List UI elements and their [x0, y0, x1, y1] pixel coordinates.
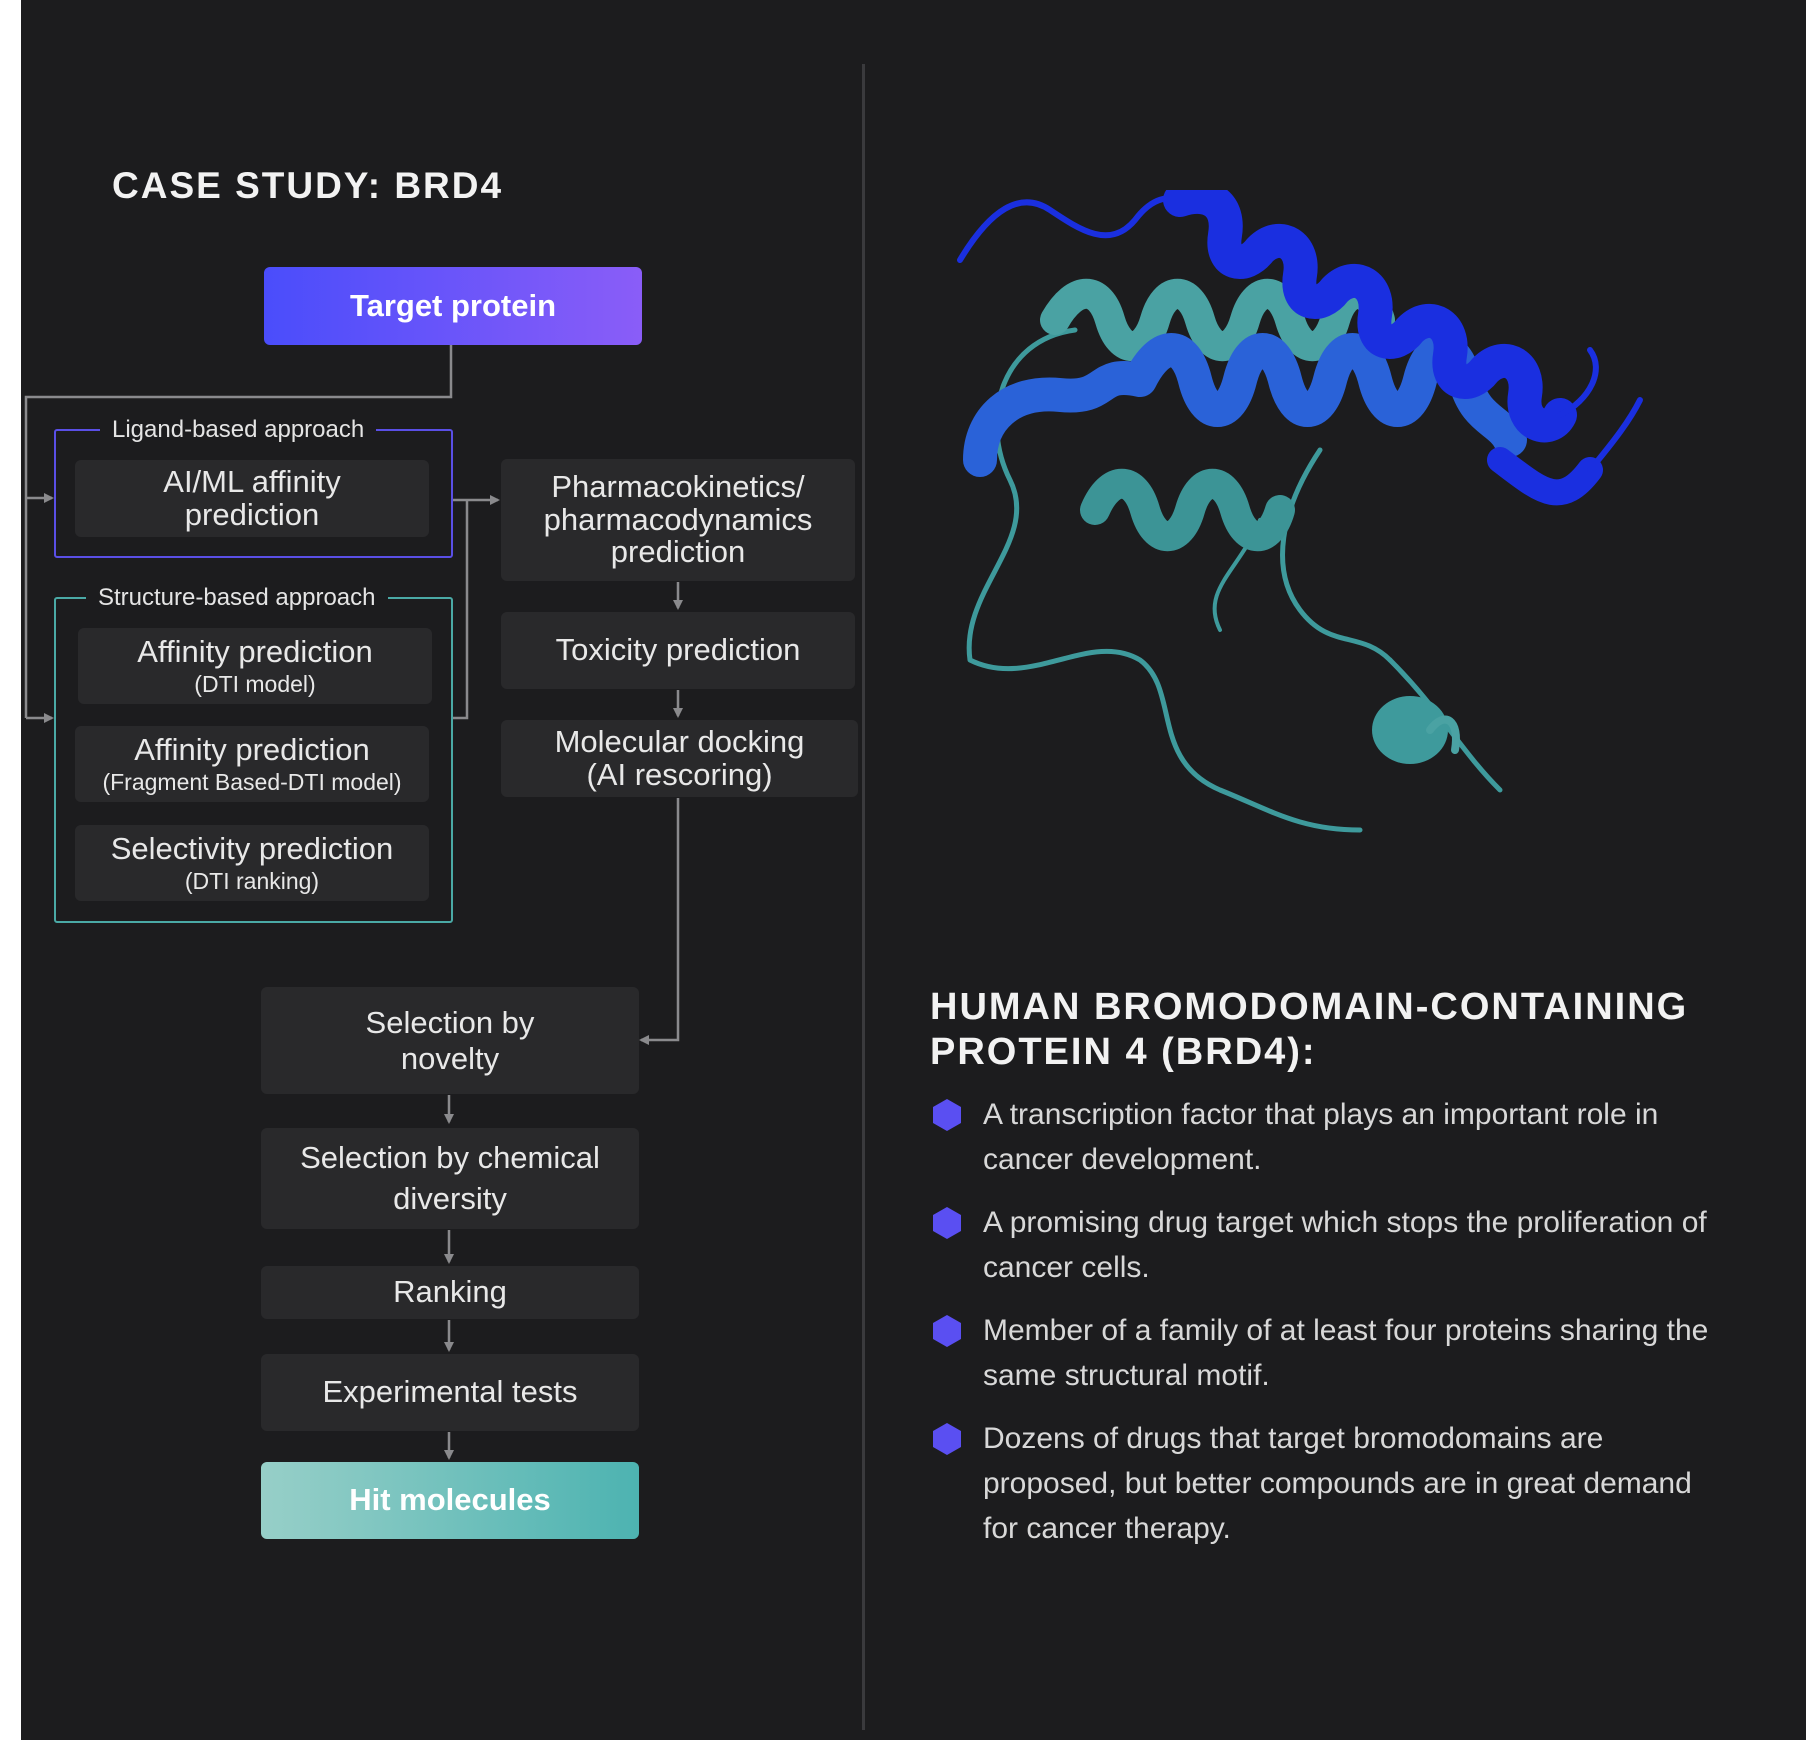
structure-group-label: Structure-based approach [86, 583, 388, 613]
ligand-based-group: Ligand-based approach [54, 415, 453, 558]
affinity-fragment-sub: (Fragment Based-DTI model) [102, 769, 402, 796]
affinity-fragment-main: Affinity prediction [134, 731, 370, 767]
protein-ribbon-illustration [957, 190, 1643, 833]
vertical-divider [862, 64, 865, 1730]
affinity-fragment-box: Affinity prediction (Fragment Based-DTI … [75, 726, 429, 802]
hexagon-bullet-icon [933, 1099, 961, 1131]
fact-text: Member of a family of at least four prot… [983, 1314, 1709, 1392]
hit-molecules-box: Hit molecules [261, 1462, 639, 1539]
brd4-heading-line1: HUMAN BROMODOMAIN-CONTAINING [930, 986, 1689, 1028]
pkpd-label: Pharmacokinetics/ pharmacodynamics predi… [543, 469, 813, 570]
ranking-box: Ranking [261, 1266, 639, 1319]
ai-ml-affinity-box: AI/ML affinity prediction [75, 460, 429, 537]
fact-text: Dozens of drugs that target bromodomains… [983, 1422, 1692, 1545]
fact-text: A transcription factor that plays an imp… [983, 1098, 1659, 1176]
brd4-heading-line2: PROTEIN 4 (BRD4): [930, 1031, 1317, 1073]
pkpd-box: Pharmacokinetics/ pharmacodynamics predi… [501, 459, 855, 581]
target-protein-label: Target protein [349, 287, 557, 323]
toxicity-label: Toxicity prediction [555, 632, 801, 668]
selectivity-sub: (DTI ranking) [184, 868, 320, 895]
hexagon-bullet-icon [933, 1423, 961, 1455]
diversity-label: Selection by chemical diversity [300, 1140, 600, 1216]
novelty-box: Selection by novelty [261, 987, 639, 1094]
ranking-label: Ranking [393, 1274, 507, 1310]
structure-based-group: Structure-based approach [54, 583, 453, 923]
docking-label: Molecular docking (AI rescoring) [554, 723, 805, 792]
experimental-label: Experimental tests [322, 1374, 578, 1410]
fact-text: A promising drug target which stops the … [983, 1206, 1707, 1284]
list-item: A promising drug target which stops the … [930, 1200, 1730, 1290]
affinity-dti-main: Affinity prediction [137, 633, 373, 669]
list-item: A transcription factor that plays an imp… [930, 1092, 1730, 1182]
experimental-box: Experimental tests [261, 1354, 639, 1431]
affinity-dti-box: Affinity prediction (DTI model) [78, 628, 432, 704]
ai-ml-affinity-label: AI/ML affinity prediction [163, 463, 341, 532]
brd4-heading: HUMAN BROMODOMAIN-CONTAINING PROTEIN 4 (… [930, 985, 1688, 1075]
case-study-title: CASE STUDY: BRD4 [112, 165, 504, 206]
hit-molecules-label: Hit molecules [349, 1482, 551, 1518]
selectivity-box: Selectivity prediction (DTI ranking) [75, 825, 429, 901]
target-protein-box: Target protein [264, 267, 642, 345]
list-item: Dozens of drugs that target bromodomains… [930, 1416, 1730, 1551]
selectivity-main: Selectivity prediction [110, 830, 394, 866]
diversity-box: Selection by chemical diversity [261, 1128, 639, 1229]
novelty-label: Selection by novelty [365, 1004, 535, 1076]
docking-box: Molecular docking (AI rescoring) [501, 720, 858, 797]
affinity-dti-sub: (DTI model) [194, 671, 316, 698]
list-item: Member of a family of at least four prot… [930, 1308, 1730, 1398]
brd4-facts-list: A transcription factor that plays an imp… [930, 1092, 1730, 1569]
ligand-group-label: Ligand-based approach [100, 415, 377, 445]
toxicity-box: Toxicity prediction [501, 612, 855, 689]
hexagon-bullet-icon [933, 1315, 961, 1347]
hexagon-bullet-icon [933, 1207, 961, 1239]
